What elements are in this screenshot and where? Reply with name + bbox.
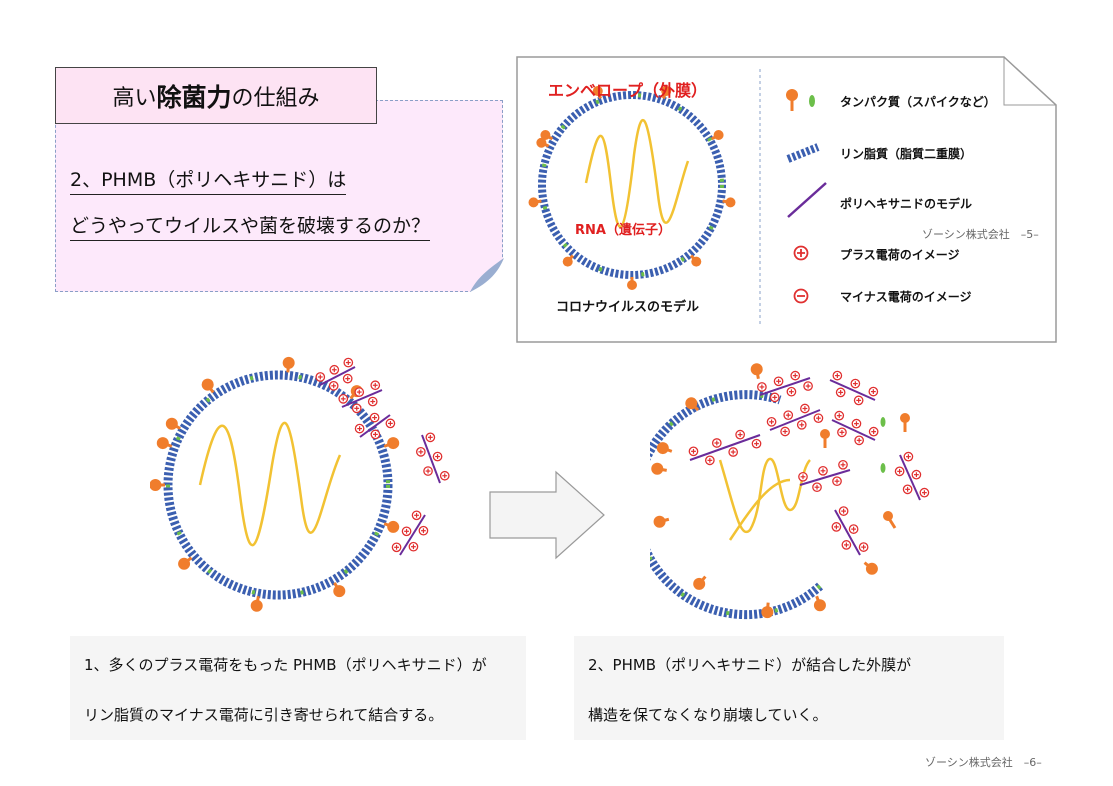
spike-protein-icon: [865, 562, 878, 575]
step1-caption-line-1: 1、多くのプラス電荷をもった PHMB（ポリヘキサニド）が: [84, 656, 487, 674]
spike-protein-icon: [661, 86, 672, 97]
model-caption: コロナウイルスのモデル: [556, 300, 700, 315]
spike-protein-icon: [178, 557, 191, 570]
spike-protein-icon: [693, 577, 706, 590]
phmb-molecule: [338, 380, 383, 414]
step2-caption-line-2: 構造を保てなくなり崩壊していく。: [588, 706, 828, 724]
spike-protein-icon: [282, 356, 295, 369]
phmb-molecule: [315, 357, 356, 391]
spike-protein-icon: [651, 462, 664, 475]
phmb-molecule: [688, 429, 762, 466]
phmb-molecule: [831, 506, 869, 556]
title-suffix: の仕組み: [231, 85, 320, 111]
spike-protein-icon: [156, 437, 169, 450]
phmb-molecule: [415, 432, 450, 484]
step2-caption-line-1: 2、PHMB（ポリヘキサニド）が結合した外膜が: [588, 656, 912, 674]
spike-protein-icon: [685, 397, 698, 410]
spike-protein-icon: [540, 130, 551, 140]
phmb-molecule: [766, 403, 824, 437]
spike-protein-icon: [333, 585, 346, 598]
page-mark-current: ゾーシン株式会社 –6–: [925, 756, 1042, 769]
spike-protein-icon: [387, 520, 400, 533]
title-prefix: 高い: [112, 85, 157, 111]
detached-spike-icon: [820, 413, 910, 529]
question-line-2: どうやってウイルスや菌を破壊するのか？: [70, 211, 431, 241]
page-curl-decoration: [470, 258, 504, 292]
phmb-molecule: [354, 412, 396, 440]
spike-protein-icon: [725, 197, 736, 208]
spike-protein-icon: [387, 437, 400, 450]
rna-label: RNA（遺伝子）: [575, 223, 671, 238]
process-arrow: [489, 470, 605, 560]
rna-strand: [198, 421, 342, 547]
legend-label-spike: タンパク質（スパイクなど）: [840, 95, 996, 109]
virus-model-diagram: [528, 86, 736, 290]
spike-protein-icon: [813, 599, 826, 612]
spike-protein-icon: [165, 417, 178, 430]
legend-panel: [516, 56, 1057, 343]
phmb-molecule: [831, 410, 879, 446]
phospholipid-icon: [786, 143, 820, 163]
page-mark-previous: ゾーシン株式会社 –5–: [922, 228, 1039, 241]
plus-charge-icon: [793, 245, 809, 261]
step1-caption-box: 1、多くのプラス電荷をもった PHMB（ポリヘキサニド）が リン脂質のマイナス電…: [70, 636, 526, 740]
legend-label-polyhexanide: ポリヘキサニドのモデル: [840, 197, 973, 211]
step2-collapse-diagram: [650, 363, 930, 620]
rna-strand: [718, 457, 812, 534]
spike-protein-icon: [201, 378, 214, 391]
title-emphasis: 除菌力: [156, 82, 232, 112]
minus-charge-icon: [793, 288, 809, 304]
spike-protein-icon: [656, 442, 669, 455]
question-card: [55, 100, 503, 292]
phmb-molecule: [798, 459, 851, 493]
rna-strand: [584, 118, 690, 229]
spike-protein-icon: [653, 515, 666, 528]
envelope-label: エンベロープ（外膜）: [548, 81, 708, 100]
spike-protein-icon: [592, 86, 603, 97]
polyhexanide-line-icon: [787, 182, 827, 218]
phmb-molecule: [829, 370, 879, 406]
page-title: 高い除菌力 の仕組み: [55, 67, 377, 124]
spike-protein-icon: [250, 599, 263, 612]
phmb-molecule: [391, 510, 429, 556]
question-line-1: 2、PHMB（ポリヘキサニド）は: [70, 165, 347, 195]
spike-protein-icon: [627, 280, 637, 290]
spike-protein-icon: [150, 479, 162, 491]
rna-fragment: [728, 478, 791, 541]
legend-label-phospholipid: リン脂質（脂質二重膜）: [840, 147, 973, 161]
legend-label-plus-charge: プラス電荷のイメージ: [840, 248, 960, 262]
phmb-molecule: [757, 370, 813, 403]
spike-protein-icon: [750, 363, 763, 376]
step1-binding-diagram: [150, 356, 450, 612]
phmb-molecule: [894, 451, 930, 501]
step2-caption-box: 2、PHMB（ポリヘキサニド）が結合した外膜が 構造を保てなくなり崩壊していく。: [574, 636, 1004, 740]
spike-protein-icon: [536, 137, 547, 148]
spike-protein-icon: [562, 256, 573, 267]
spike-protein-icon: [528, 197, 539, 208]
spike-protein-icon: [713, 130, 724, 140]
legend-label-minus-charge: マイナス電荷のイメージ: [840, 290, 972, 304]
spike-protein-icon: [761, 606, 774, 619]
spike-protein-icon: [691, 256, 702, 267]
step1-caption-line-2: リン脂質のマイナス電荷に引き寄せられて結合する。: [84, 706, 444, 724]
spike-protein-icon: [786, 89, 815, 111]
